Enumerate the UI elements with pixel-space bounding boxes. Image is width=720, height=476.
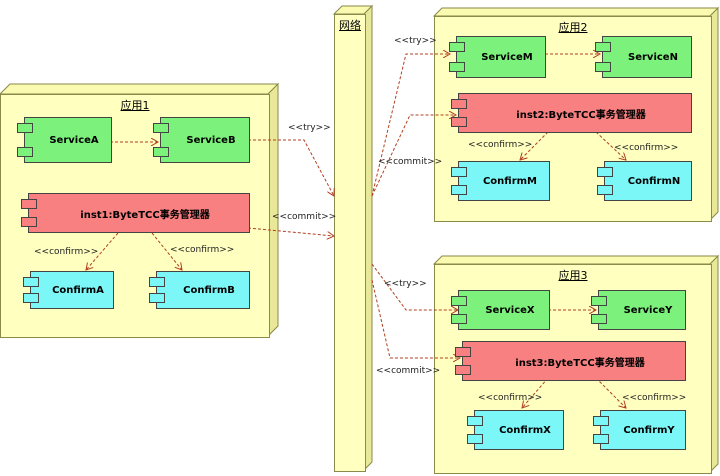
tm1-to-confirma-arrow [86,232,119,270]
network-node: 网络 [334,14,366,472]
servicen-component[interactable]: ServiceN [595,36,692,78]
try-label-app3: <<try>> [384,279,427,289]
try-label-app1: <<try>> [288,123,331,133]
commit-label-app3: <<commit>> [376,366,441,376]
confirmx-component[interactable]: ConfirmX [467,410,564,450]
tm2-to-confirmn-arrow [595,131,626,160]
inst1-label: inst1:ByteTCC事务管理器 [80,209,210,221]
app3-title: 应用3 [558,269,588,282]
confirmm-label: ConfirmM [482,175,538,187]
confirmy-component[interactable]: ConfirmY [593,410,686,450]
app2-try-arrow [371,54,450,197]
servicem-label: ServiceM [481,51,533,63]
tm1-to-confirmb-arrow [151,232,182,270]
confirmn-component[interactable]: ConfirmN [597,161,692,201]
servicea-component[interactable]: ServiceA [17,117,112,163]
servicen-label: ServiceN [628,51,678,63]
confirmy-label: ConfirmY [623,424,675,436]
app2-title: 应用2 [558,21,588,34]
app1-try-arrow [248,139,334,196]
confirma-label: ConfirmA [52,284,104,296]
network-title: 网络 [339,19,361,32]
inst3-transaction-manager[interactable]: inst3:ByteTCC事务管理器 [455,341,686,381]
tm3-to-confirmx-arrow [522,377,549,408]
servicex-label: ServiceX [485,304,535,316]
inst2-transaction-manager[interactable]: inst2:ByteTCC事务管理器 [451,93,692,133]
serviceb-component[interactable]: ServiceB [153,117,250,163]
servicey-component[interactable]: ServiceY [591,290,686,330]
confirm-label-n: <<confirm>> [614,143,679,153]
confirm-label-b: <<confirm>> [170,245,235,255]
tm2-to-confirmm-arrow [520,131,549,160]
tm3-to-confirmy-arrow [595,377,626,408]
app1-title: 应用1 [120,99,150,112]
app3-commit-arrow [371,279,460,358]
app1-commit-arrow [247,227,334,236]
app3-try-arrow [371,263,458,310]
commit-label-app1: <<commit>> [272,212,337,222]
inst1-transaction-manager[interactable]: inst1:ByteTCC事务管理器 [21,193,250,233]
confirmm-component[interactable]: ConfirmM [451,161,550,201]
confirm-label-y: <<confirm>> [622,393,687,403]
commit-label-app2: <<commit>> [378,157,443,167]
confirm-label-m: <<confirm>> [468,140,533,150]
confirm-label-x: <<confirm>> [478,393,543,403]
confirma-component[interactable]: ConfirmA [23,271,114,309]
inst2-label: inst2:ByteTCC事务管理器 [516,109,646,121]
confirmn-label: ConfirmN [627,175,681,187]
serviceb-label: ServiceB [186,134,236,146]
try-label-app2: <<try>> [394,36,437,46]
servicea-label: ServiceA [49,134,99,146]
confirmb-label: ConfirmB [183,284,235,296]
confirmx-label: ConfirmX [499,424,551,436]
servicem-component[interactable]: ServiceM [449,36,546,78]
confirm-label-a: <<confirm>> [34,247,99,257]
app2-commit-arrow [371,115,456,197]
servicex-component[interactable]: ServiceX [451,290,550,330]
servicey-label: ServiceY [623,304,673,316]
confirmb-component[interactable]: ConfirmB [149,271,250,309]
inst3-label: inst3:ByteTCC事务管理器 [515,357,645,369]
